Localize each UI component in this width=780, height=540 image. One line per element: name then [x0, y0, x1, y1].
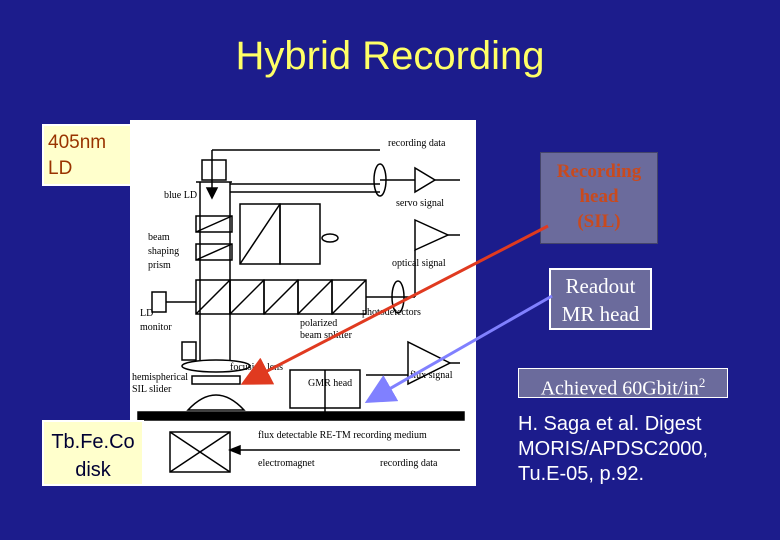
- label-recording-data-top: recording data: [388, 138, 446, 149]
- ld-callout-line1: 405nm: [48, 132, 107, 153]
- label-recording-data-bottom: recording data: [380, 458, 438, 469]
- label-blue-ld: blue LD: [164, 190, 197, 201]
- disk-callout-line1: Tb.Fe.Co: [51, 431, 135, 453]
- label-focusing-lens: focusing lens: [230, 362, 283, 373]
- reference-line3: Tu.E-05, p.92.: [518, 463, 644, 485]
- achieved-superscript: 2: [698, 375, 706, 390]
- reference-citation: H. Saga et al. Digest MORIS/APDSC2000, T…: [518, 412, 768, 487]
- label-hemispherical: hemispherical: [132, 372, 188, 383]
- reference-line2: MORIS/APDSC2000,: [518, 438, 709, 460]
- label-photodetectors: photodetectors: [362, 307, 421, 318]
- disk-callout-line2: disk: [75, 459, 111, 481]
- schematic-drawing: recording data blue LD servo signal beam…: [132, 138, 465, 473]
- ld-callout: 405nm LD: [42, 124, 132, 186]
- optical-setup-diagram: recording data blue LD servo signal beam…: [130, 120, 476, 486]
- achieved-text: Achieved 60Gbit/in: [540, 377, 699, 400]
- recording-head-line3: (SIL): [577, 211, 621, 232]
- label-ld: LD: [140, 308, 153, 319]
- label-medium: flux detectable RE-TM recording medium: [258, 430, 427, 441]
- achieved-density-box: Achieved 60Gbit/in2: [518, 368, 728, 400]
- label-sil-slider: SIL slider: [132, 384, 172, 395]
- label-beam: beam: [148, 232, 170, 243]
- disk-callout: Tb.Fe.Co disk: [42, 420, 144, 486]
- label-shaping: shaping: [148, 246, 179, 257]
- readout-mr-head-box: Readout MR head: [549, 268, 652, 330]
- slide-title: Hybrid Recording: [235, 34, 545, 78]
- label-flux-signal: flux signal: [410, 370, 453, 381]
- recording-head-line2: head: [579, 186, 619, 207]
- ld-callout-line2: LD: [48, 158, 73, 179]
- recording-head-box: Recording head (SIL): [540, 152, 658, 244]
- readout-line1: Readout: [565, 274, 636, 298]
- label-optical-signal: optical signal: [392, 258, 446, 269]
- label-prism: prism: [148, 260, 171, 271]
- label-beam-splitter: beam splitter: [300, 330, 353, 341]
- label-electromagnet: electromagnet: [258, 458, 315, 469]
- label-servo-signal: servo signal: [396, 198, 444, 209]
- reference-line1: H. Saga et al. Digest: [518, 413, 702, 435]
- label-polarized: polarized: [300, 318, 337, 329]
- recording-head-line1: Recording: [556, 161, 642, 182]
- label-gmr-head: GMR head: [308, 378, 352, 389]
- readout-line2: MR head: [561, 302, 640, 326]
- label-monitor: monitor: [140, 322, 172, 333]
